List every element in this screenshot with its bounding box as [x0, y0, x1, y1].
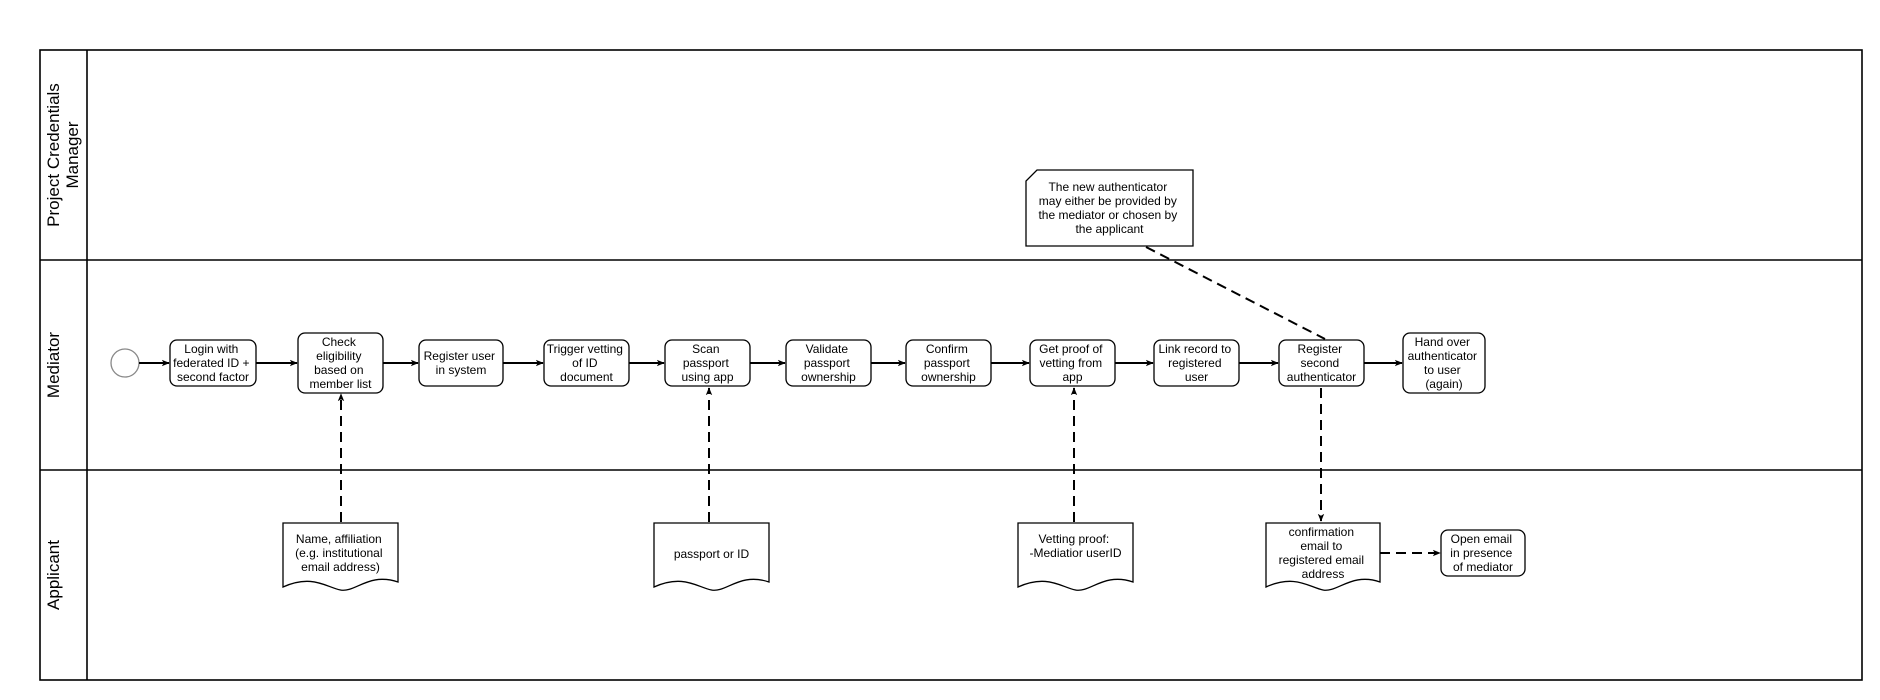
task-trigger-label: Trigger vetting of ID document	[547, 342, 627, 384]
task-get-proof	[1029, 339, 1116, 387]
doc-name-affiliation	[282, 522, 399, 591]
doc-confirmation-label: confirmation email to registered email a…	[1279, 525, 1368, 581]
lane-label-project-credentials-manager-line2: Manager	[63, 121, 82, 188]
assoc-annotation-second	[1145, 246, 1326, 340]
doc-vetting-proof	[1017, 522, 1134, 591]
pool-border	[39, 49, 1863, 681]
task-hand-over	[1402, 332, 1486, 394]
task-second-label: Register second authenticator	[1287, 342, 1356, 384]
task-scan-label: Scan passport using app	[681, 342, 733, 384]
doc-name-label: Name, affiliation (e.g. institutional em…	[295, 532, 386, 574]
task-register-user	[418, 339, 504, 387]
task-link-label: Link record to registered user	[1158, 342, 1234, 384]
task-openemail-label: Open email in presence of mediator	[1450, 532, 1515, 574]
task-validate-label: Validate passport ownership	[801, 342, 856, 384]
task-check-eligibility	[297, 332, 384, 394]
task-validate-passport	[785, 339, 872, 387]
task-confirm-label: Confirm passport ownership	[921, 342, 976, 384]
doc-confirmation-email	[1265, 522, 1381, 591]
associations	[337, 246, 1441, 557]
task-confirm-passport	[905, 339, 992, 387]
task-labels: Login with federated ID + second factor …	[173, 335, 1515, 574]
task-register-label: Register user in system	[424, 349, 499, 377]
tasks	[169, 332, 1526, 577]
doc-vetting-label: Vetting proof: -Mediatior userID	[1029, 532, 1121, 560]
start-event	[110, 348, 140, 378]
annotation-label: The new authenticator may either be prov…	[1038, 180, 1180, 236]
task-login	[169, 339, 257, 387]
lane-label-mediator: Mediator	[44, 332, 63, 398]
task-trigger-vetting	[543, 339, 630, 387]
task-scan-passport	[664, 339, 751, 387]
task-login-label: Login with federated ID + second factor	[173, 342, 253, 384]
task-link-record	[1153, 339, 1240, 387]
document-labels: Name, affiliation (e.g. institutional em…	[295, 525, 1368, 581]
pool	[39, 49, 1863, 681]
doc-passport-label: passport or ID	[674, 547, 750, 561]
doc-passport	[653, 522, 770, 591]
task-check-label: Check eligibility based on member list	[309, 335, 372, 391]
task-open-email	[1440, 529, 1526, 577]
task-handover-label: Hand over authenticator to user (again)	[1408, 335, 1481, 391]
lane-label-applicant: Applicant	[44, 540, 63, 610]
annotation-note	[1025, 169, 1194, 247]
lane-label-project-credentials-manager: Project Credentials	[44, 83, 63, 227]
documents	[282, 522, 1381, 591]
task-proof-label: Get proof of vetting from app	[1039, 342, 1106, 384]
task-register-second-authenticator	[1278, 339, 1365, 387]
